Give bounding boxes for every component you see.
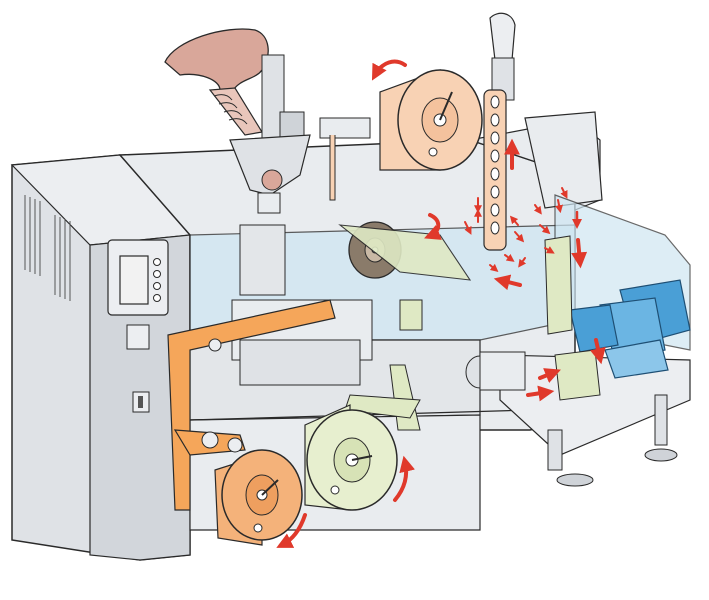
arrow-chain-small-6 [504,253,515,262]
cutting-motor [465,351,526,391]
arrow-chain-small-12 [533,204,542,215]
arrow-chain-small-8 [555,199,563,214]
arrow-top-roll-rotation [371,59,407,81]
cabinet-vent-left [24,195,71,301]
arrow-chain-small-13 [560,187,568,199]
arrow-output-feed [526,385,555,402]
arrow-chain-small-7 [518,257,527,268]
blue-tray-stack [569,279,691,379]
control-cabinet [10,154,192,561]
arrow-chain-small-10 [544,246,555,254]
arrow-middle-roll-rotation [424,213,442,240]
bottom-green-roll [304,404,398,511]
arrow-stack-down-2 [571,238,588,269]
arrow-output-diagonal [538,368,561,383]
arrow-bottom-green-rotation [393,455,415,502]
arrow-chain-small-3 [464,221,472,235]
bottom-orange-roll [214,449,303,546]
green-stacker [544,235,601,401]
arrow-chain-small-9 [509,215,519,226]
lift-chain [483,89,507,251]
arrow-feed-in [493,274,522,291]
hopper-spring [213,94,248,125]
arrow-chain-small-5 [539,224,551,235]
arrow-stack-down-3 [590,338,606,365]
orange-guide-rollers [201,338,243,453]
cabinet-small-panel [126,324,150,350]
arrow-bottom-orange-rotation [276,513,307,548]
motion-arrows [276,59,606,548]
control-panel-screen [107,239,169,316]
arrow-chain-small-4 [514,231,525,243]
feed-hopper [164,28,311,214]
arrow-chain-small-11 [489,263,499,273]
vacuum-pipe [489,12,516,101]
main-switch-icon [132,391,150,413]
top-film-roll [319,69,483,201]
